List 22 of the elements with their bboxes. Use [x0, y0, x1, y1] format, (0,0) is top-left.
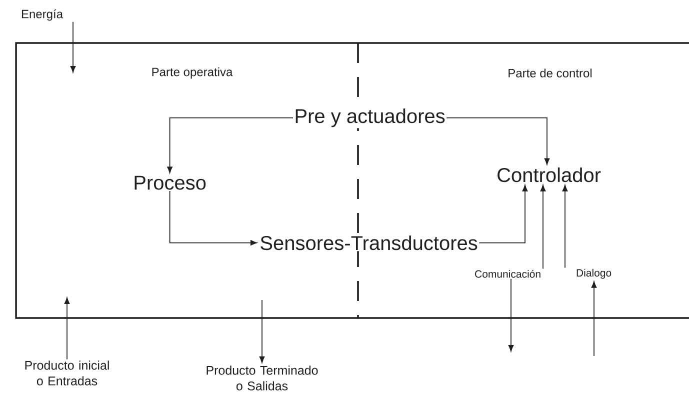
arrow — [167, 117, 294, 174]
arrow — [169, 190, 258, 246]
arrow — [540, 184, 546, 270]
arrow — [446, 117, 550, 165]
arrow — [259, 300, 265, 363]
block-label: Controlador — [496, 166, 602, 184]
block-label: Sensores-Transductores — [258, 234, 479, 252]
input-label: Energía — [20, 8, 64, 22]
input-label: Producto inicial o Entradas — [16, 360, 118, 386]
arrow — [478, 184, 528, 244]
arrow — [591, 281, 597, 356]
arrow — [562, 184, 568, 268]
signal-label: Comunicación — [474, 268, 542, 279]
arrow — [508, 278, 514, 352]
arrow — [70, 21, 76, 73]
section-title: Parte operativa — [152, 67, 233, 79]
block-label: Pre y actuadores — [293, 107, 446, 128]
block-label: Proceso — [132, 174, 208, 191]
section-title: Parte de control — [508, 68, 592, 78]
arrow — [64, 297, 70, 360]
output-label: Producto Terminado o Salidas — [200, 364, 324, 392]
signal-label: Dialogo — [575, 268, 613, 280]
